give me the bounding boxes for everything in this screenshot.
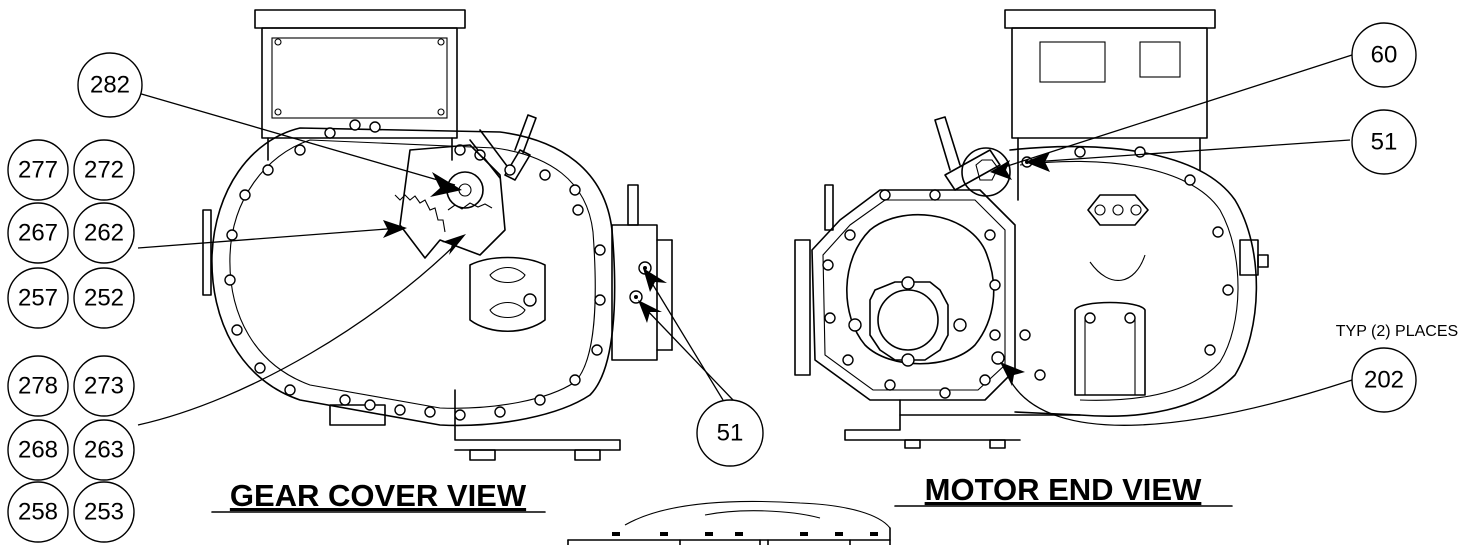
motor-end-housing <box>844 145 1269 449</box>
callout-263-label: 263 <box>84 437 124 464</box>
callout-278: 278 <box>7 355 69 417</box>
callout-51-left-label: 51 <box>717 420 744 447</box>
gear-cover-housing <box>202 127 673 461</box>
motor-end-junction-box <box>1004 9 1216 201</box>
gear-cover-shaft-boss <box>469 256 546 333</box>
callout-277: 277 <box>7 139 69 201</box>
callout-268-label: 268 <box>18 437 58 464</box>
callout-262-label: 262 <box>84 220 124 247</box>
gear-cutaway-section <box>394 144 506 259</box>
callout-268: 268 <box>7 419 69 481</box>
callout-267-label: 267 <box>18 220 58 247</box>
callout-282: 282 <box>77 52 143 118</box>
callout-272: 272 <box>73 139 135 201</box>
callout-51-left: 51 <box>696 399 764 467</box>
callout-51-right-label: 51 <box>1371 129 1398 156</box>
callout-60: 60 <box>1351 22 1417 88</box>
callout-278-label: 278 <box>18 373 58 400</box>
gear-cover-view-title: GEAR COVER VIEW <box>230 478 527 513</box>
callout-202-label: 202 <box>1364 367 1404 394</box>
callout-253-label: 253 <box>84 499 124 526</box>
callout-273: 273 <box>73 355 135 417</box>
motor-end-pipe-fitting <box>934 116 1001 191</box>
callout-277-label: 277 <box>18 157 58 184</box>
callout-group-lower: 278 273 268 263 258 253 <box>7 355 135 543</box>
callout-252: 252 <box>73 267 135 329</box>
callout-272-label: 272 <box>84 157 124 184</box>
callout-group-upper: 277 272 267 262 257 252 <box>7 139 135 329</box>
motor-end-view <box>794 9 1269 449</box>
motor-end-bolts <box>822 146 1234 399</box>
gear-cover-junction-box <box>254 9 466 161</box>
typ-places-note: TYP (2) PLACES <box>1336 323 1458 340</box>
callout-262: 262 <box>73 202 135 264</box>
callout-282-label: 282 <box>90 72 130 99</box>
callout-252-label: 252 <box>84 285 124 312</box>
callout-263: 263 <box>73 419 135 481</box>
motor-end-front-plate <box>794 184 1016 401</box>
callout-60-label: 60 <box>1371 42 1398 69</box>
motor-end-view-title: MOTOR END VIEW <box>925 472 1202 507</box>
gear-cover-view <box>202 9 673 461</box>
callout-257-label: 257 <box>18 285 58 312</box>
partial-top-view <box>567 500 891 545</box>
callout-273-label: 273 <box>84 373 124 400</box>
callout-267: 267 <box>7 202 69 264</box>
callout-202: 202 <box>1351 347 1417 413</box>
callout-258: 258 <box>7 481 69 543</box>
callout-51-right: 51 <box>1351 109 1417 175</box>
callout-253: 253 <box>73 481 135 543</box>
callout-258-label: 258 <box>18 499 58 526</box>
gear-cover-bolts <box>224 119 652 421</box>
leader-lines <box>137 54 1353 426</box>
callout-257: 257 <box>7 267 69 329</box>
